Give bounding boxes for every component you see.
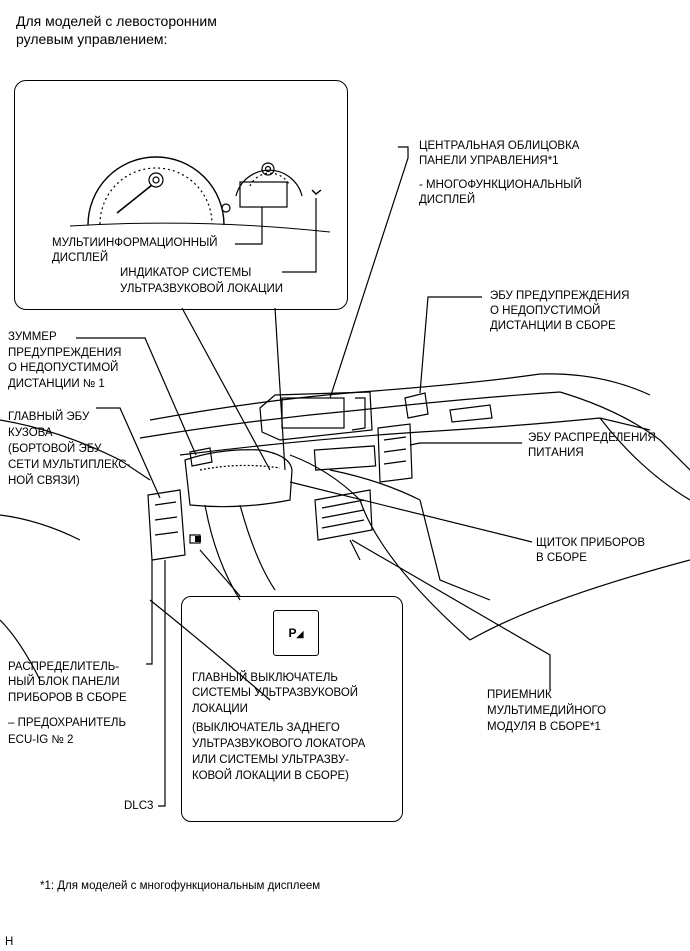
buzzer-label-3: О НЕДОПУСТИМОЙ: [8, 362, 119, 374]
junction-block-label-1: РАСПРЕДЕЛИТЕЛЬ-: [8, 661, 120, 673]
receiver-label-1: ПРИЕМНИК: [487, 689, 552, 701]
switch-label-3: ЛОКАЦИИ: [192, 703, 248, 715]
sonar-indicator-label-2: УЛЬТРАЗВУКОВОЙ ЛОКАЦИИ: [120, 283, 283, 295]
clearance-ecu-label-1: ЭБУ ПРЕДУПРЕЖДЕНИЯ: [490, 290, 630, 302]
switch-label-4: (ВЫКЛЮЧАТЕЛЬ ЗАДНЕГО: [192, 722, 340, 734]
center-panel-label-2: ПАНЕЛИ УПРАВЛЕНИЯ*1: [419, 155, 559, 167]
switch-label-6: ИЛИ СИСТЕМЫ УЛЬТРАЗВУ-: [192, 754, 350, 766]
multifunction-display-label-1: - МНОГОФУНКЦИОНАЛЬНЫЙ: [419, 179, 582, 191]
corner-mark: H: [5, 936, 14, 948]
receiver-label-2: МУЛЬТИМЕДИЙНОГО: [487, 705, 607, 717]
buzzer-label-2: ПРЕДУПРЕЖДЕНИЯ: [8, 347, 122, 359]
parking-sensor-icon-letter: P: [288, 626, 297, 640]
junction-block-label-3: ПРИБОРОВ В СБОРЕ: [8, 692, 127, 704]
header-line-1: Для моделей с левосторонним: [16, 13, 217, 29]
power-ecu-label-2: ПИТАНИЯ: [528, 447, 584, 459]
switch-label-2: СИСТЕМЫ УЛЬТРАЗВУКОВОЙ: [192, 687, 359, 699]
center-panel-label-1: ЦЕНТРАЛЬНАЯ ОБЛИЦОВКА: [419, 140, 580, 152]
main-body-ecu-label-4: СЕТИ МУЛЬТИПЛЕКС-: [8, 459, 131, 471]
switch-label-7: КОВОЙ ЛОКАЦИИ В СБОРЕ): [192, 770, 350, 782]
clearance-ecu-label-2: О НЕДОПУСТИМОЙ: [490, 305, 601, 317]
power-ecu-label-1: ЭБУ РАСПРЕДЕЛЕНИЯ: [528, 432, 656, 444]
main-body-ecu-label-1: ГЛАВНЫЙ ЭБУ: [8, 411, 90, 423]
combination-meter-label-1: ЩИТОК ПРИБОРОВ: [536, 537, 645, 549]
clearance-ecu-label-3: ДИСТАНЦИИ В СБОРЕ: [490, 320, 616, 332]
buzzer-label-1: ЗУММЕР: [8, 331, 57, 343]
sonar-indicator-label-1: ИНДИКАТОР СИСТЕМЫ: [120, 267, 252, 279]
sonar-indicator-icon: [311, 188, 321, 196]
footnote: *1: Для моделей с многофункциональным ди…: [40, 880, 321, 892]
combination-meter-label-2: В СБОРЕ: [536, 552, 587, 564]
fuse-label-2: ECU-IG № 2: [8, 734, 74, 746]
multi-info-display-label-2: ДИСПЛЕЙ: [52, 252, 109, 264]
main-body-ecu-label-2: КУЗОВА: [8, 427, 53, 439]
multi-info-display-label-1: МУЛЬТИИНФОРМАЦИОННЫЙ: [52, 237, 218, 249]
junction-block-label-2: НЫЙ БЛОК ПАНЕЛИ: [8, 676, 120, 688]
receiver-label-3: МОДУЛЯ В СБОРЕ*1: [487, 721, 601, 733]
switch-label-5: УЛЬТРАЗВУКОВОГО ЛОКАТОРА: [192, 738, 366, 750]
switch-label-1: ГЛАВНЫЙ ВЫКЛЮЧАТЕЛЬ: [192, 672, 338, 684]
main-body-ecu-label-5: НОЙ СВЯЗИ): [8, 475, 80, 487]
dlc3-label: DLC3: [124, 800, 154, 812]
parking-sensor-icon: P◢: [273, 610, 319, 656]
main-body-ecu-label-3: (БОРТОВОЙ ЭБУ: [8, 443, 102, 455]
header-line-2: рулевым управлением:: [16, 31, 168, 47]
multifunction-display-label-2: ДИСПЛЕЙ: [419, 194, 476, 206]
buzzer-label-4: ДИСТАНЦИИ № 1: [8, 378, 105, 390]
fuse-label-1: – ПРЕДОХРАНИТЕЛЬ: [8, 717, 127, 729]
